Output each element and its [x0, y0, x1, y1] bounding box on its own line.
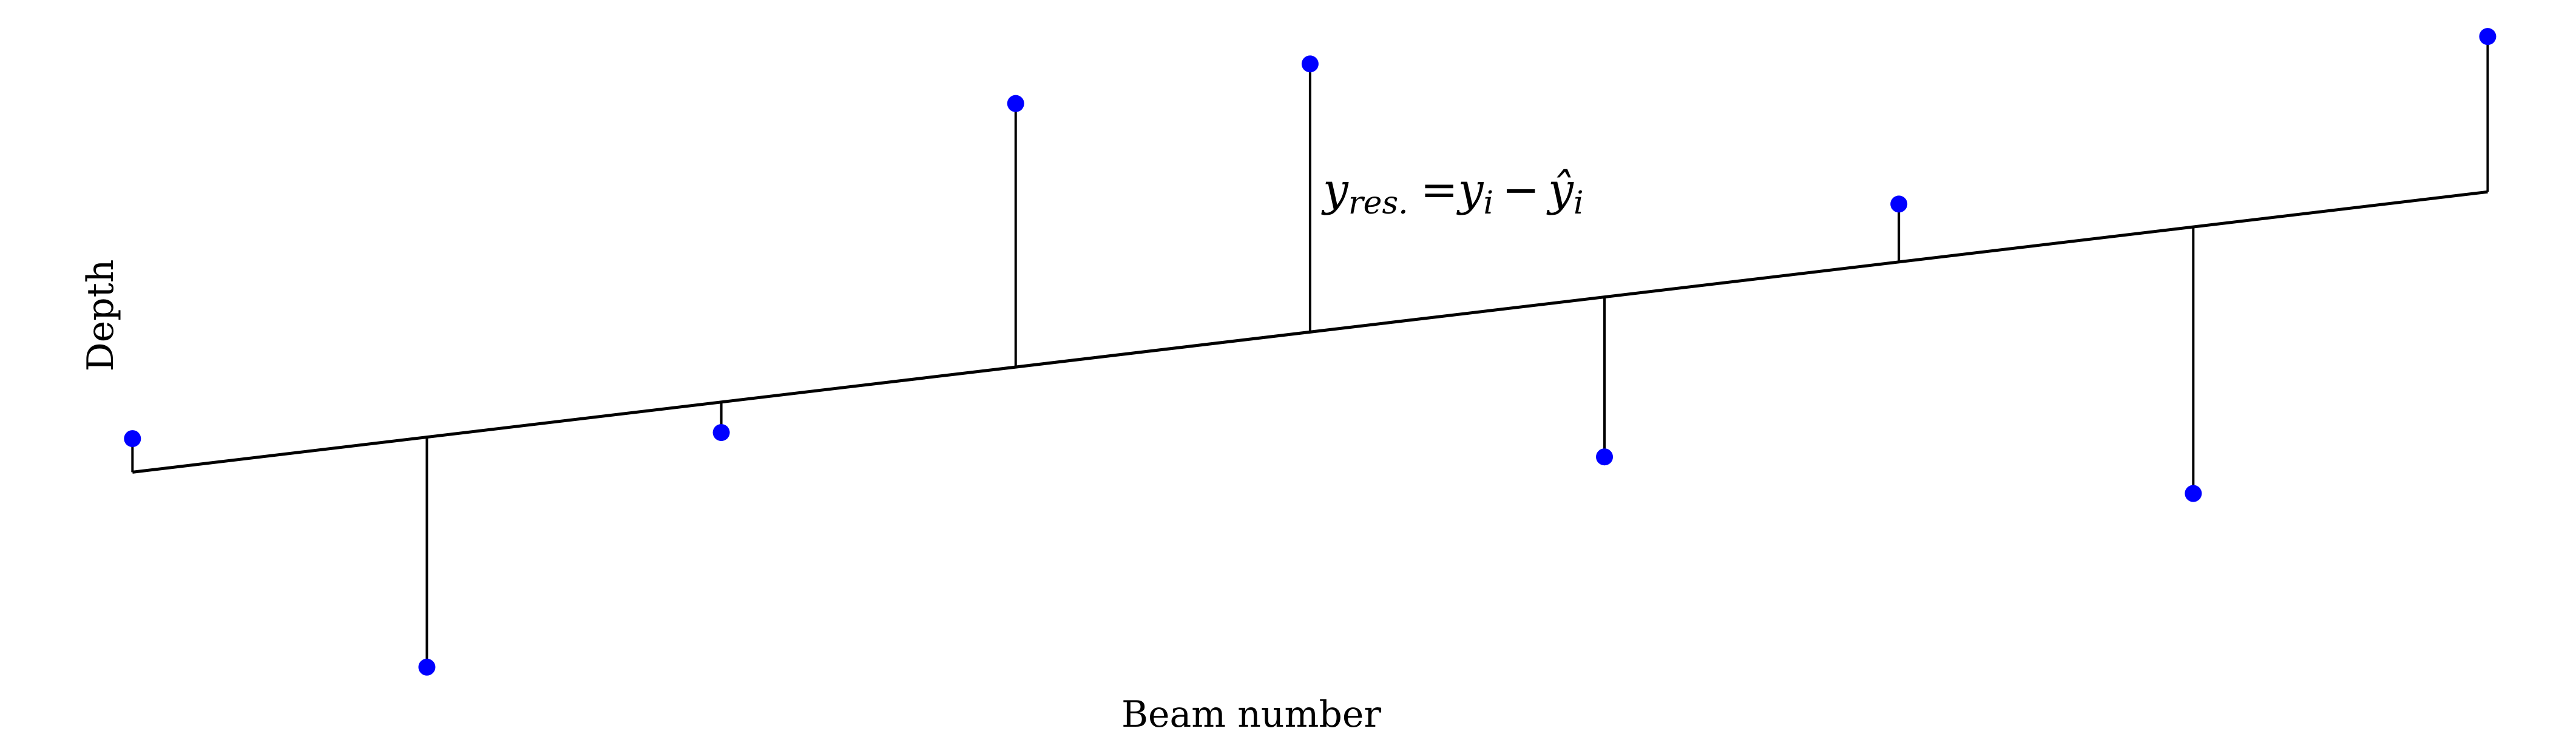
data-point	[418, 658, 436, 676]
data-point	[2185, 485, 2202, 502]
data-point	[1301, 55, 1319, 73]
residual-lines	[131, 36, 2489, 667]
y-axis-label: Depth	[79, 260, 122, 372]
data-point	[712, 424, 730, 442]
data-point	[1890, 195, 1908, 213]
regression-line	[132, 190, 2488, 474]
residual-formula: yres.=yi−ŷi	[1321, 164, 1584, 221]
data-point	[1596, 448, 1614, 466]
data-points	[124, 28, 2497, 676]
data-point	[1007, 95, 1024, 112]
data-point	[124, 430, 141, 448]
x-axis-label: Beam number	[1121, 693, 1381, 736]
data-point	[2479, 28, 2497, 45]
